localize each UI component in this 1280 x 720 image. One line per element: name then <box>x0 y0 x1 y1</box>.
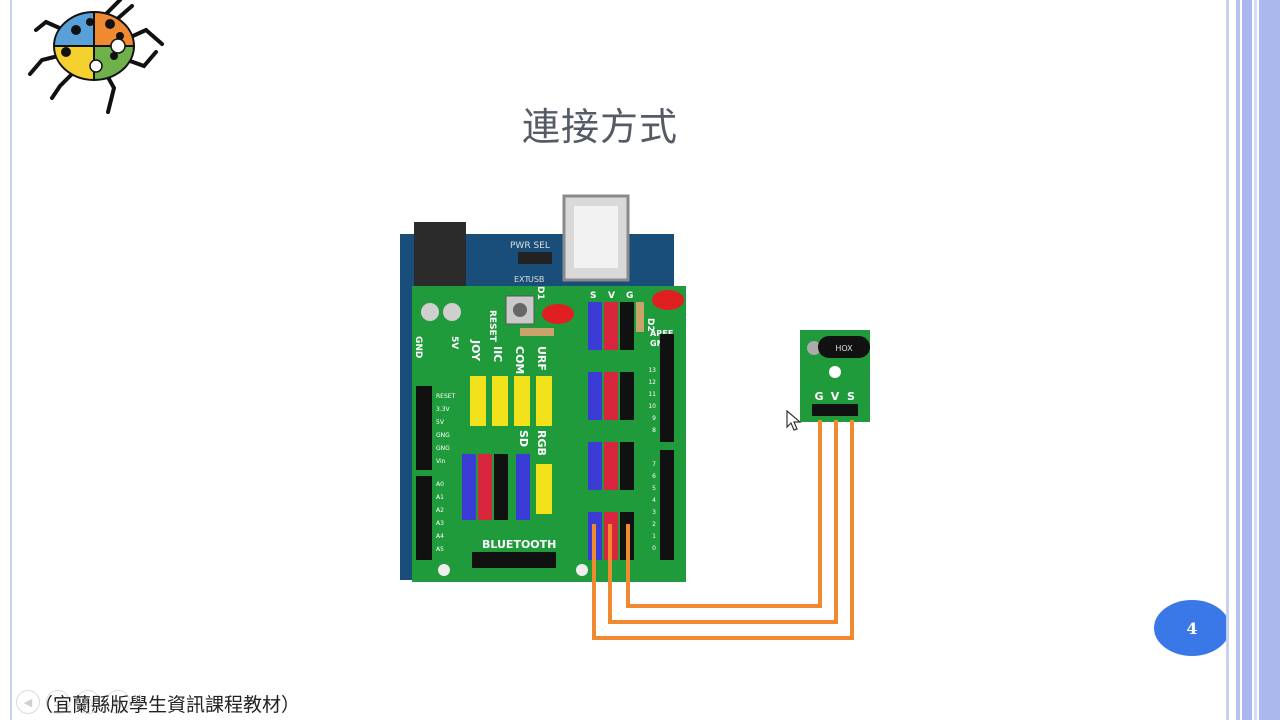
urf-label: URF <box>535 346 548 371</box>
digital-pin-6: 6 <box>652 473 656 480</box>
left-pin-2: 5V <box>436 419 445 426</box>
analog-pin-0: A0 <box>436 481 444 488</box>
slide-canvas: 連接方式 PWR SEL USB EXT RESET GND 5V D1 D2 … <box>10 0 1230 720</box>
left-pin-1: 3.3V <box>436 406 451 413</box>
sd-label: SD <box>517 430 530 447</box>
digital-pin-4: 4 <box>652 497 656 504</box>
left-pin-3: GNG <box>436 432 450 439</box>
slide-nav-controls[interactable]: ◀ ☰ ◎ ▶ <box>16 690 130 714</box>
usb-label: USB <box>528 275 544 284</box>
wire-ground <box>626 420 822 608</box>
joy-label: JOY <box>469 339 482 362</box>
sensor-pin-v: V <box>831 390 840 403</box>
digital-pin-1: 1 <box>652 533 656 540</box>
header-v-label: V <box>608 291 615 301</box>
rgb-label: RGB <box>535 430 548 456</box>
prev-slide-icon[interactable]: ◀ <box>16 690 40 714</box>
d1-label: D1 <box>535 286 545 300</box>
digital-pin-12: 12 <box>648 379 656 386</box>
ladybug-logo-icon <box>28 0 164 114</box>
sensor-pin-s: S <box>847 390 855 403</box>
d2-label: D2 <box>645 318 655 332</box>
5v-label: 5V <box>449 336 459 349</box>
digital-pin-13: 13 <box>648 367 656 374</box>
gnd-label: GND <box>413 336 423 358</box>
analog-pin-5: A5 <box>436 546 444 553</box>
right-frame-decoration <box>1226 0 1280 720</box>
digital-pin-11: 11 <box>648 391 656 398</box>
com-label: COM <box>513 346 526 374</box>
zoom-icon[interactable]: ◎ <box>76 690 100 714</box>
left-pin-0: RESET <box>436 393 456 400</box>
bluetooth-label: BLUETOOTH <box>482 538 556 551</box>
page-number-badge: 4 <box>1154 600 1230 656</box>
analog-pin-4: A4 <box>436 533 444 540</box>
wire-vcc <box>608 420 838 624</box>
digital-pin-5: 5 <box>652 485 656 492</box>
sensor-chip-label: HOX <box>835 344 853 353</box>
left-pin-4: GNG <box>436 445 450 452</box>
wiring-diagram: PWR SEL USB EXT RESET GND 5V D1 D2 JOY I… <box>400 194 870 640</box>
header-s-label: S <box>590 291 596 301</box>
digital-pin-9: 9 <box>652 415 656 422</box>
digital-pin-7: 7 <box>652 461 656 468</box>
digital-pin-2: 2 <box>652 521 656 528</box>
mouse-cursor-icon <box>786 410 802 431</box>
menu-icon[interactable]: ☰ <box>46 690 70 714</box>
next-slide-icon[interactable]: ▶ <box>106 690 130 714</box>
digital-pin-8: 8 <box>652 427 656 434</box>
analog-pin-2: A2 <box>436 507 444 514</box>
aref-label: AREF <box>650 329 673 338</box>
ext-label: EXT <box>514 275 529 284</box>
iic-label: IIC <box>491 346 504 362</box>
digital-pin-10: 10 <box>648 403 656 410</box>
slide-title: 連接方式 <box>521 105 678 149</box>
digital-pin-3: 3 <box>652 509 656 516</box>
analog-pin-1: A1 <box>436 494 444 501</box>
sensor-pin-g: G <box>814 390 823 403</box>
footer-caption: （宜蘭縣版學生資訊課程教材） <box>34 694 301 716</box>
wire-signal <box>592 420 854 640</box>
digital-pin-0: 0 <box>652 545 656 552</box>
reset-label: RESET <box>487 310 497 343</box>
header-g-label: G <box>626 291 633 301</box>
pwr-sel-label: PWR SEL <box>510 241 550 251</box>
left-pin-5: Vin <box>436 458 446 465</box>
analog-pin-3: A3 <box>436 520 444 527</box>
